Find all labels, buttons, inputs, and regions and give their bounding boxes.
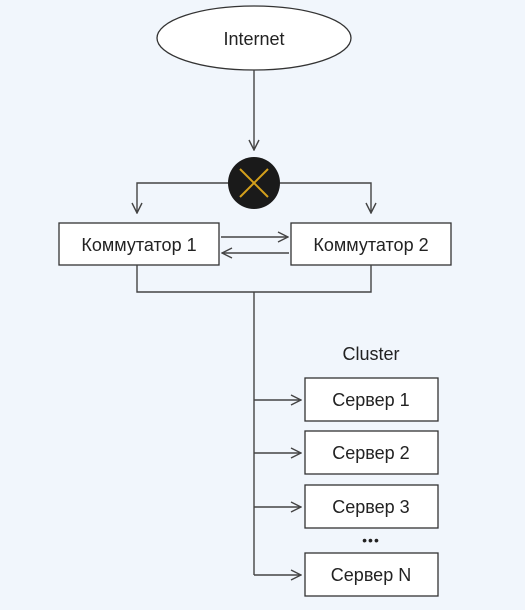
server-3-node: Сервер 3 (304, 484, 439, 529)
switch2-node: Коммутатор 2 (290, 222, 452, 266)
internet-node: Internet (156, 5, 352, 71)
server-2-label: Сервер 2 (332, 443, 409, 463)
router-to-switch1-arrow (137, 182, 228, 213)
switch-merge-line (136, 265, 372, 293)
server-3-label: Сервер 3 (332, 497, 409, 517)
server-n-node: Сервер N (304, 552, 439, 597)
switch1-node: Коммутатор 1 (58, 222, 220, 266)
cluster-label: Cluster (342, 344, 399, 364)
router-to-switch2-arrow (280, 182, 371, 213)
switch1-label: Коммутатор 1 (81, 235, 196, 255)
router-icon (228, 157, 280, 209)
switch2-label: Коммутатор 2 (313, 235, 428, 255)
server-n-label: Сервер N (331, 565, 411, 585)
server-2-node: Сервер 2 (304, 430, 439, 475)
server-1-node: Сервер 1 (304, 377, 439, 422)
server-ellipsis: ••• (362, 532, 380, 548)
internet-label: Internet (223, 29, 284, 49)
server-1-label: Сервер 1 (332, 390, 409, 410)
